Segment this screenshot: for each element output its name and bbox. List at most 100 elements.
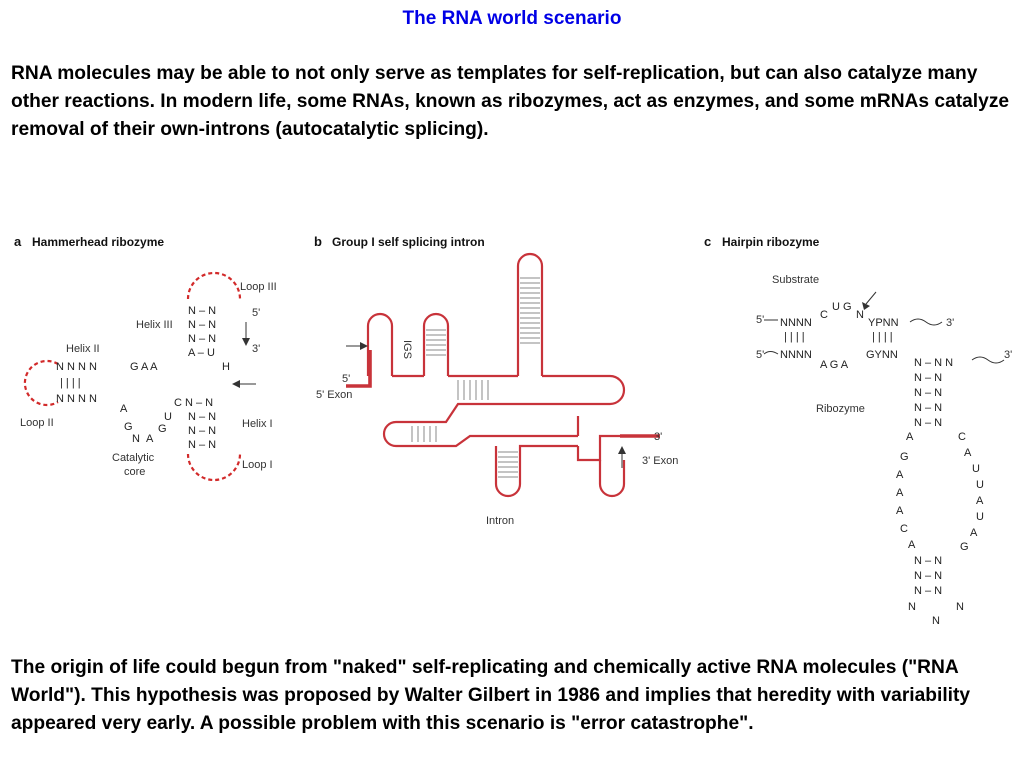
- helix-iii-row-3: N – N: [188, 333, 216, 345]
- ribozyme-row-4: N – N: [914, 402, 942, 414]
- ribozyme-figure: a Hammerhead ribozyme Loop III N – N N –…: [14, 234, 1012, 626]
- core-base-1: A: [120, 403, 128, 415]
- right-loop-base-8: G: [960, 541, 969, 553]
- cn-row: C N – N: [174, 397, 213, 409]
- loop-ii-label: Loop II: [20, 417, 54, 429]
- helix-i-row-3: N – N: [188, 439, 216, 451]
- loop-i-label: Loop I: [242, 459, 273, 471]
- middle-rungs: [457, 380, 489, 400]
- three-prime-a: 3': [252, 343, 260, 355]
- ribozyme-tail-left: [763, 351, 779, 355]
- core-base-2: U: [164, 411, 172, 423]
- helix-ii-bars: | | | |: [60, 377, 81, 389]
- helix-ii-label: Helix II: [66, 343, 100, 355]
- gynn-sequence: GYNN: [866, 349, 898, 361]
- conclusion-paragraph: The origin of life could begun from "nak…: [11, 657, 971, 734]
- tail-base-2: N: [956, 601, 964, 613]
- substrate-c: C: [820, 309, 828, 321]
- substrate-tail-right: [909, 318, 943, 326]
- ribozyme-row-3: N – N: [914, 387, 942, 399]
- tail-base-1: N: [908, 601, 916, 613]
- core-base-3: G: [124, 421, 133, 433]
- core-base-4: G: [158, 423, 167, 435]
- right-junction: [576, 416, 620, 462]
- intro-paragraph: RNA molecules may be able to not only se…: [11, 63, 1010, 140]
- bars-left: | | | |: [784, 331, 805, 343]
- five-prime-substrate: 5': [756, 314, 764, 326]
- left-loop-base-3: A: [896, 469, 904, 481]
- left-loop-rungs: [411, 426, 437, 442]
- panel-group-i-intron: b Group I self splicing intron: [314, 234, 678, 527]
- right-loop-base-2: A: [964, 447, 972, 459]
- exon-3-label: 3' Exon: [642, 455, 678, 467]
- bars-right: | | | |: [872, 331, 893, 343]
- cleavage-arrow-c: [865, 291, 877, 305]
- bottom-stem-rungs: [498, 451, 518, 478]
- h-nucleotide: H: [222, 361, 230, 373]
- loop-ii-arc: [23, 359, 59, 407]
- helix-i-label: Helix I: [242, 418, 273, 430]
- right-loop-base-4: U: [976, 479, 984, 491]
- left-loop-base-1: A: [906, 431, 914, 443]
- ribozyme-label: Ribozyme: [816, 403, 865, 415]
- three-prime-b: 3': [654, 431, 662, 443]
- left-hairpin: [366, 312, 394, 376]
- ribozyme-row-2: N – N: [914, 372, 942, 384]
- ribozyme-nnnn: NNNN: [780, 349, 812, 361]
- igs-arrow-head: [360, 342, 368, 350]
- ribozyme-row-1: N – N N: [914, 357, 953, 369]
- top-stem-rungs: [520, 277, 540, 344]
- five-prime-b: 5': [342, 373, 350, 385]
- substrate-ypnn: YPNN: [868, 317, 899, 329]
- right-loop-base-6: U: [976, 511, 984, 523]
- left-loop-base-5: A: [896, 505, 904, 517]
- middle-hairpin: [422, 312, 450, 376]
- exon-3-arrow-head: [618, 446, 626, 454]
- panel-a-heading: Hammerhead ribozyme: [32, 235, 164, 249]
- bottom-intron-stem: [494, 444, 578, 498]
- left-loop-base-2: G: [900, 451, 909, 463]
- top-stem-loop: [516, 252, 544, 376]
- gaa-sequence: G A A: [130, 361, 158, 373]
- left-loop-base-6: C: [900, 523, 908, 535]
- loop-i-arc: [186, 453, 242, 482]
- substrate-ug: U G: [832, 301, 852, 313]
- loop-iii-arc: [186, 271, 242, 300]
- intron-label: Intron: [486, 515, 514, 527]
- panel-c-letter: c: [704, 234, 711, 249]
- panel-b-letter: b: [314, 234, 322, 249]
- helix-iii-row-4: A – U: [188, 347, 215, 359]
- ribozyme-tail-right: [971, 356, 1005, 364]
- igs-label: IGS: [401, 340, 413, 359]
- core-label-text: core: [124, 466, 145, 478]
- middle-backbone: [420, 402, 610, 424]
- exon-5-label: 5' Exon: [316, 389, 352, 401]
- ribozyme-row-7: N – N: [914, 570, 942, 582]
- helix-iii-row-1: N – N: [188, 305, 216, 317]
- catalytic-label: Catalytic: [112, 452, 155, 464]
- helix-iii-label: Helix III: [136, 319, 173, 331]
- substrate-label: Substrate: [772, 274, 819, 286]
- helix-ii-bottom: N N N N: [56, 393, 97, 405]
- core-base-6: A: [146, 433, 154, 445]
- ribozyme-row-6: N – N: [914, 555, 942, 567]
- cleavage-arrow-head-a: [232, 380, 240, 388]
- panel-hairpin-ribozyme: c Hairpin ribozyme Substrate 5' NNNN C U…: [704, 234, 1012, 626]
- aga-sequence: A G A: [820, 359, 849, 371]
- panel-b-heading: Group I self splicing intron: [332, 235, 485, 249]
- three-prime-substrate: 3': [946, 317, 954, 329]
- helix-ii-top: N N N N: [56, 361, 97, 373]
- exon-5-strand: [346, 350, 372, 388]
- helix-i-row-2: N – N: [188, 425, 216, 437]
- helix-iii-row-2: N – N: [188, 319, 216, 331]
- right-loop-base-5: A: [976, 495, 984, 507]
- substrate-nnnn: NNNN: [780, 317, 812, 329]
- panel-c-heading: Hairpin ribozyme: [722, 235, 820, 249]
- right-end-loop: [609, 374, 626, 406]
- right-loop-base-7: A: [970, 527, 978, 539]
- panel-hammerhead: a Hammerhead ribozyme Loop III N – N N –…: [14, 234, 277, 482]
- cleavage-arrow-head-c: [862, 302, 870, 310]
- left-loop-base-4: A: [896, 487, 904, 499]
- helix-i-row-1: N – N: [188, 411, 216, 423]
- substrate-n: N: [856, 309, 864, 321]
